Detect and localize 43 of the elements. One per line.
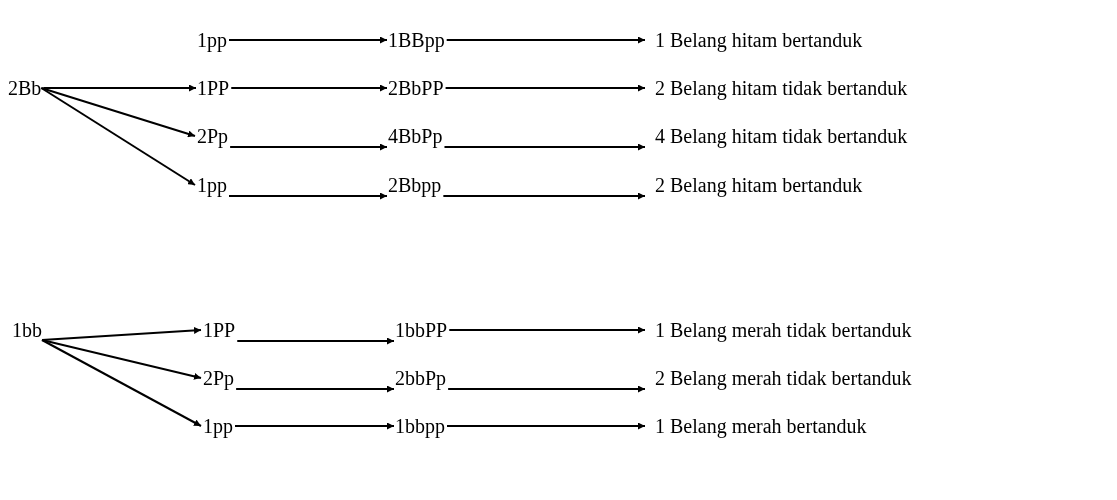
arrow: [230, 84, 388, 92]
arrow: [41, 339, 202, 380]
arrow: [442, 192, 646, 200]
arrow: [234, 422, 395, 430]
genotype-label: 1pp: [197, 173, 227, 197]
arrow: [444, 84, 646, 92]
genotype-label: 1 Belang merah bertanduk: [655, 414, 867, 438]
genotype-label: 1bbpp: [395, 414, 445, 438]
arrow: [41, 339, 202, 427]
genotype-label: 1 Belang merah tidak bertanduk: [655, 318, 912, 342]
genotype-label: 2Pp: [203, 366, 235, 390]
arrow: [41, 326, 202, 341]
arrow: [445, 36, 646, 44]
arrow: [40, 87, 196, 138]
arrow: [228, 36, 388, 44]
genotype-label: 1PP: [203, 318, 236, 342]
arrow: [228, 192, 388, 200]
genotype-label: 1bbPP: [395, 318, 448, 342]
arrow: [229, 143, 388, 151]
genotype-label: 2Bbpp: [388, 173, 442, 197]
genotype-label: 2Bb: [8, 76, 42, 100]
arrow: [446, 422, 646, 430]
genotype-label: 1pp: [197, 28, 227, 52]
arrow: [443, 143, 646, 151]
arrow: [236, 337, 395, 345]
genotype-label: 1bb: [12, 318, 42, 342]
arrow: [235, 385, 395, 393]
genotype-label: 1BBpp: [388, 28, 445, 52]
genotype-label: 4BbPp: [388, 124, 443, 148]
genotype-label: 1pp: [203, 414, 233, 438]
genotype-label: 2BbPP: [388, 76, 444, 100]
genotype-label: 2 Belang hitam tidak bertanduk: [655, 76, 908, 100]
genotype-label: 1 Belang hitam bertanduk: [655, 28, 863, 52]
genotype-label: 1PP: [197, 76, 230, 100]
arrow: [42, 84, 197, 92]
genotype-label: 2 Belang hitam bertanduk: [655, 173, 863, 197]
genotype-label: 2 Belang merah tidak bertanduk: [655, 366, 912, 390]
arrow: [448, 326, 646, 334]
genotype-label: 2Pp: [197, 124, 229, 148]
arrow: [40, 87, 196, 186]
genotype-label: 4 Belang hitam tidak bertanduk: [655, 124, 908, 148]
genotype-label: 2bbPp: [395, 366, 447, 390]
arrow: [447, 385, 646, 393]
